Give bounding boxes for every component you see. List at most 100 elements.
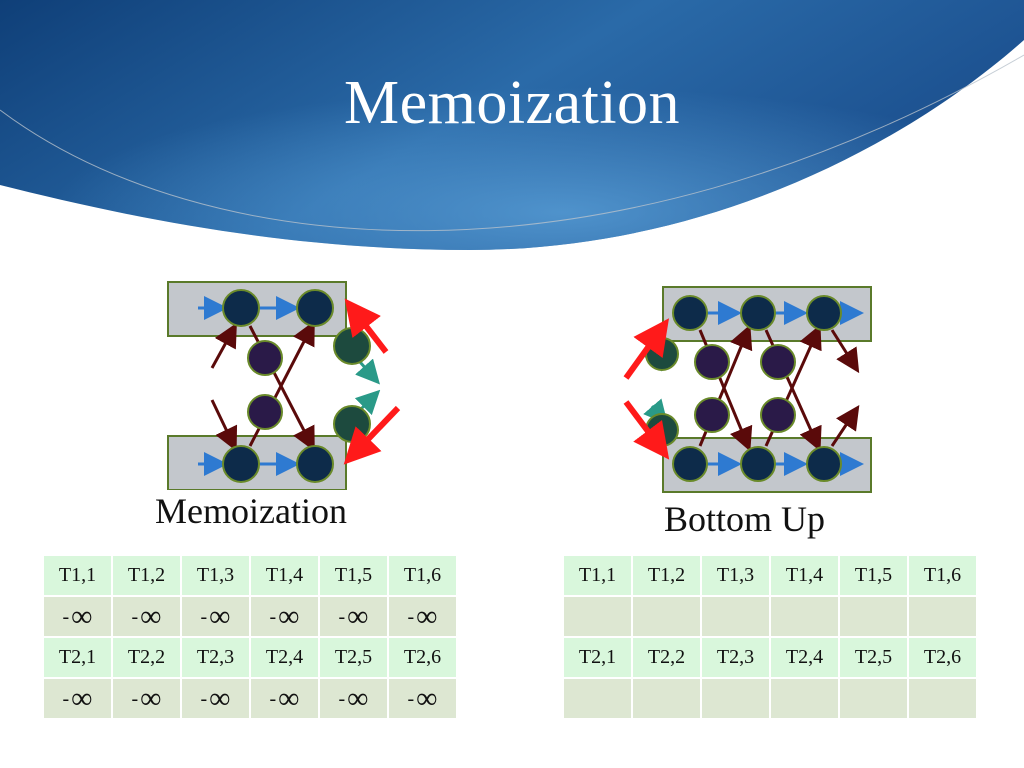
infinity-icon: ∞ xyxy=(71,599,93,633)
table-header-cell: T2,6 xyxy=(907,636,978,679)
dark-arrow xyxy=(830,405,860,447)
table-header-cell: T2,2 xyxy=(631,636,702,679)
table-header-cell: T2,2 xyxy=(111,636,182,679)
node xyxy=(760,397,796,433)
table-header-cell: T2,1 xyxy=(562,636,633,679)
table-header-cell: T1,2 xyxy=(631,554,702,597)
memoization-table: T1,1 T1,2 T1,3 T1,4 T1,5 T1,6 -∞ -∞ -∞ -… xyxy=(42,554,458,720)
table-header-cell: T1,6 xyxy=(387,554,458,597)
node xyxy=(333,405,371,443)
table-header-cell: T2,5 xyxy=(318,636,389,679)
table-row: -∞ -∞ -∞ -∞ -∞ -∞ xyxy=(42,677,458,720)
bottom-up-table: T1,1 T1,2 T1,3 T1,4 T1,5 T1,6 T2,1 T2,2 … xyxy=(562,554,978,720)
infinity-icon: ∞ xyxy=(278,681,300,715)
node xyxy=(222,445,260,483)
table-empty-cell xyxy=(838,595,909,638)
table-row: -∞ -∞ -∞ -∞ -∞ -∞ xyxy=(42,595,458,638)
node xyxy=(806,295,842,331)
table-header-cell: T1,1 xyxy=(562,554,633,597)
table-value-cell: -∞ xyxy=(42,595,113,638)
minus-sign: - xyxy=(269,687,277,710)
table-value-cell: -∞ xyxy=(111,677,182,720)
table-header-cell: T2,4 xyxy=(769,636,840,679)
table-value-cell: -∞ xyxy=(387,677,458,720)
minus-sign: - xyxy=(62,605,70,628)
table-empty-cell xyxy=(562,677,633,720)
node xyxy=(740,295,776,331)
minus-sign: - xyxy=(131,605,139,628)
minus-sign: - xyxy=(131,687,139,710)
table-value-cell: -∞ xyxy=(249,677,320,720)
table-row xyxy=(562,595,978,638)
minus-sign: - xyxy=(338,605,346,628)
node xyxy=(645,413,679,447)
node xyxy=(333,327,371,365)
table-row xyxy=(562,677,978,720)
table-header-cell: T1,3 xyxy=(180,554,251,597)
title-banner xyxy=(0,0,1024,250)
minus-sign: - xyxy=(200,687,208,710)
slide-title: Memoization xyxy=(343,69,681,137)
table-value-cell: -∞ xyxy=(318,595,389,638)
node xyxy=(694,397,730,433)
table-row: T1,1 T1,2 T1,3 T1,4 T1,5 T1,6 xyxy=(42,554,458,597)
table-header-cell: T1,5 xyxy=(318,554,389,597)
dark-arrow xyxy=(210,399,238,452)
table-value-cell: -∞ xyxy=(42,677,113,720)
table-header-cell: T1,4 xyxy=(769,554,840,597)
table-value-cell: -∞ xyxy=(111,595,182,638)
node xyxy=(296,445,334,483)
dark-arrow xyxy=(830,329,860,374)
red-arrow xyxy=(623,318,670,380)
dark-arrow xyxy=(210,322,237,369)
node xyxy=(247,340,283,376)
table-header-cell: T2,3 xyxy=(700,636,771,679)
node xyxy=(296,289,334,327)
table-empty-cell xyxy=(838,677,909,720)
table-header-cell: T2,4 xyxy=(249,636,320,679)
table-empty-cell xyxy=(631,677,702,720)
table-empty-cell xyxy=(769,677,840,720)
node xyxy=(806,446,842,482)
table-row: T1,1 T1,2 T1,3 T1,4 T1,5 T1,6 xyxy=(562,554,978,597)
infinity-icon: ∞ xyxy=(140,681,162,715)
teal-arrow xyxy=(354,389,381,416)
infinity-icon: ∞ xyxy=(140,599,162,633)
table-value-cell: -∞ xyxy=(387,595,458,638)
node xyxy=(740,446,776,482)
red-arrow xyxy=(344,298,389,354)
node xyxy=(222,289,260,327)
infinity-icon: ∞ xyxy=(416,599,438,633)
red-arrow xyxy=(623,400,670,460)
minus-sign: - xyxy=(269,605,277,628)
table-header-cell: T1,3 xyxy=(700,554,771,597)
node xyxy=(247,394,283,430)
red-arrow xyxy=(343,405,401,465)
table-header-cell: T2,3 xyxy=(180,636,251,679)
node xyxy=(672,295,708,331)
table-row: T2,1 T2,2 T2,3 T2,4 T2,5 T2,6 xyxy=(562,636,978,679)
table-value-cell: -∞ xyxy=(180,595,251,638)
table-header-cell: T1,2 xyxy=(111,554,182,597)
table-empty-cell xyxy=(700,595,771,638)
table-empty-cell xyxy=(907,595,978,638)
infinity-icon: ∞ xyxy=(347,681,369,715)
table-header-cell: T1,4 xyxy=(249,554,320,597)
minus-sign: - xyxy=(407,605,415,628)
table-value-cell: -∞ xyxy=(249,595,320,638)
bottom-up-diagram xyxy=(623,286,872,493)
table-empty-cell xyxy=(562,595,633,638)
infinity-icon: ∞ xyxy=(416,681,438,715)
teal-arrow xyxy=(355,358,380,385)
table-row: T2,1 T2,2 T2,3 T2,4 T2,5 T2,6 xyxy=(42,636,458,679)
table-header-cell: T2,5 xyxy=(838,636,909,679)
infinity-icon: ∞ xyxy=(209,599,231,633)
minus-sign: - xyxy=(200,605,208,628)
node xyxy=(672,446,708,482)
table-header-cell: T1,6 xyxy=(907,554,978,597)
table-empty-cell xyxy=(769,595,840,638)
table-empty-cell xyxy=(631,595,702,638)
infinity-icon: ∞ xyxy=(347,599,369,633)
minus-sign: - xyxy=(338,687,346,710)
table-header-cell: T1,1 xyxy=(42,554,113,597)
